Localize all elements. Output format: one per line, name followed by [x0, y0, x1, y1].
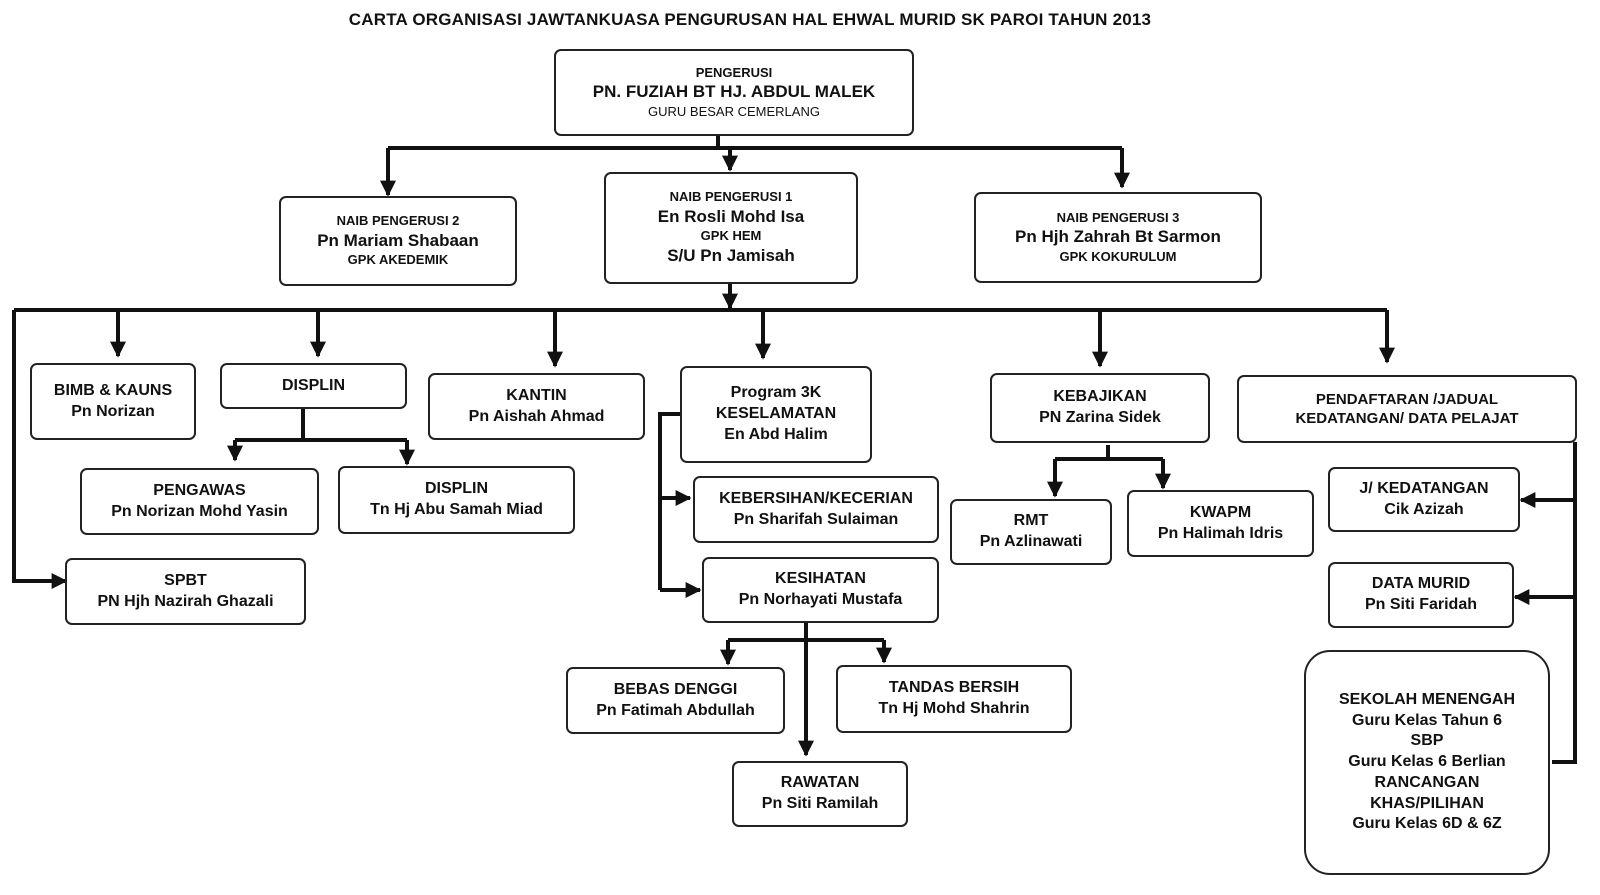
kedatangan-box: J/ KEDATANGAN Cik Azizah — [1328, 467, 1520, 532]
kesihatan-box: KESIHATAN Pn Norhayati Mustafa — [702, 557, 939, 623]
kwapm-title: KWAPM — [1189, 503, 1252, 521]
rawatan-title: RAWATAN — [780, 774, 860, 792]
pengawas-title: PENGAWAS — [153, 481, 246, 499]
displin2-box: DISPLIN Tn Hj Abu Samah Miad — [338, 466, 575, 534]
spbt-name: PN Hjh Nazirah Ghazali — [97, 592, 274, 610]
sekolah-line: Guru Kelas 6 Berlian — [1348, 753, 1506, 771]
kebajikan-title: KEBAJIKAN — [1053, 388, 1147, 406]
kebersihan-title: KEBERSIHAN/KECERIAN — [719, 489, 913, 507]
rmt-name: Pn Azlinawati — [979, 533, 1083, 550]
bebasdenggi-box: BEBAS DENGGI Pn Fatimah Abdullah — [566, 667, 785, 734]
sekolah-line: KHAS/PILIHAN — [1370, 794, 1484, 812]
kebersihan-box: KEBERSIHAN/KECERIAN Pn Sharifah Sulaiman — [693, 476, 939, 543]
rawatan-name: Pn Siti Ramilah — [761, 795, 879, 812]
kesihatan-title: KESIHATAN — [775, 570, 866, 588]
displin-title: DISPLIN — [281, 376, 346, 394]
chair-box: PENGERUSI PN. FUZIAH BT HJ. ABDUL MALEK … — [554, 49, 914, 136]
kedatangan-name: Cik Azizah — [1384, 500, 1464, 518]
vice1-name: En Rosli Mohd Isa — [657, 206, 805, 226]
bimb-name: Pn Norizan — [71, 402, 155, 420]
vice2-box: NAIB PENGERUSI 2 Pn Mariam Shabaan GPK A… — [279, 196, 517, 286]
vice3-box: NAIB PENGERUSI 3 Pn Hjh Zahrah Bt Sarmon… — [974, 192, 1262, 283]
datamurid-title: DATA MURID — [1371, 575, 1471, 593]
kedatangan-title: J/ KEDATANGAN — [1359, 479, 1489, 497]
kwapm-name: Pn Halimah Idris — [1157, 524, 1284, 542]
bebasdenggi-name: Pn Fatimah Abdullah — [596, 701, 755, 719]
displin2-name: Tn Hj Abu Samah Miad — [370, 501, 543, 518]
program3k-subtitle: KESELAMATAN — [715, 405, 837, 423]
kesihatan-name: Pn Norhayati Mustafa — [738, 591, 903, 608]
spbt-title: SPBT — [164, 571, 207, 589]
vice1-secretary: S/U Pn Jamisah — [667, 245, 795, 265]
program3k-box: Program 3K KESELAMATAN En Abd Halim — [680, 366, 872, 463]
pendaftaran-line2: KEDATANGAN/ DATA PELAJAT — [1295, 410, 1519, 427]
vice2-name: Pn Mariam Shabaan — [317, 230, 479, 250]
vice3-position: GPK KOKURULUM — [1059, 248, 1177, 264]
sekolah-box: SEKOLAH MENENGAH Guru Kelas Tahun 6 SBP … — [1304, 650, 1550, 875]
datamurid-box: DATA MURID Pn Siti Faridah — [1328, 562, 1514, 628]
rmt-title: RMT — [1013, 512, 1049, 530]
chart-title: CARTA ORGANISASI JAWTANKUASA PENGURUSAN … — [348, 10, 1152, 29]
sekolah-line: RANCANGAN — [1374, 773, 1480, 791]
tandas-name: Tn Hj Mohd Shahrin — [878, 700, 1030, 717]
vice1-box: NAIB PENGERUSI 1 En Rosli Mohd Isa GPK H… — [604, 172, 858, 284]
sekolah-line: Guru Kelas Tahun 6 — [1352, 711, 1502, 729]
bebasdenggi-title: BEBAS DENGGI — [613, 680, 738, 698]
sekolah-line: SBP — [1410, 732, 1444, 750]
vice3-name: Pn Hjh Zahrah Bt Sarmon — [1015, 227, 1221, 247]
chair-name: PN. FUZIAH BT HJ. ABDUL MALEK — [592, 82, 876, 102]
kebajikan-box: KEBAJIKAN PN Zarina Sidek — [990, 373, 1210, 443]
displin2-title: DISPLIN — [424, 480, 489, 498]
sekolah-line: Guru Kelas 6D & 6Z — [1352, 815, 1502, 833]
chair-position: GURU BESAR CEMERLANG — [648, 103, 820, 119]
program3k-title: Program 3K — [730, 384, 822, 402]
kantin-name: Pn Aishah Ahmad — [468, 407, 605, 425]
spbt-box: SPBT PN Hjh Nazirah Ghazali — [65, 558, 306, 625]
program3k-name: En Abd Halim — [724, 425, 828, 443]
tandas-title: TANDAS BERSIH — [888, 679, 1020, 697]
sekolah-line: SEKOLAH MENENGAH — [1338, 690, 1515, 708]
pengawas-name: Pn Norizan Mohd Yasin — [111, 502, 288, 520]
vice2-position: GPK AKEDEMIK — [347, 252, 449, 268]
vice1-role: NAIB PENGERUSI 1 — [669, 189, 793, 205]
pendaftaran-box: PENDAFTARAN /JADUAL KEDATANGAN/ DATA PEL… — [1237, 375, 1577, 443]
rmt-box: RMT Pn Azlinawati — [950, 499, 1112, 565]
vice2-role: NAIB PENGERUSI 2 — [336, 213, 460, 229]
bimb-box: BIMB & KAUNS Pn Norizan — [30, 363, 196, 440]
vice1-position: GPK HEM — [700, 228, 762, 243]
vice3-role: NAIB PENGERUSI 3 — [1056, 209, 1180, 225]
kantin-title: KANTIN — [506, 386, 567, 404]
kebersihan-name: Pn Sharifah Sulaiman — [733, 510, 899, 528]
tandas-box: TANDAS BERSIH Tn Hj Mohd Shahrin — [836, 665, 1072, 733]
kwapm-box: KWAPM Pn Halimah Idris — [1127, 490, 1314, 557]
datamurid-name: Pn Siti Faridah — [1364, 596, 1477, 613]
kantin-box: KANTIN Pn Aishah Ahmad — [428, 373, 645, 440]
bimb-title: BIMB & KAUNS — [53, 381, 173, 399]
displin-box: DISPLIN — [220, 363, 407, 409]
pendaftaran-line1: PENDAFTARAN /JADUAL — [1315, 390, 1499, 408]
rawatan-box: RAWATAN Pn Siti Ramilah — [732, 761, 908, 827]
kebajikan-name: PN Zarina Sidek — [1039, 409, 1161, 426]
chair-role: PENGERUSI — [695, 64, 773, 80]
pengawas-box: PENGAWAS Pn Norizan Mohd Yasin — [80, 468, 319, 535]
